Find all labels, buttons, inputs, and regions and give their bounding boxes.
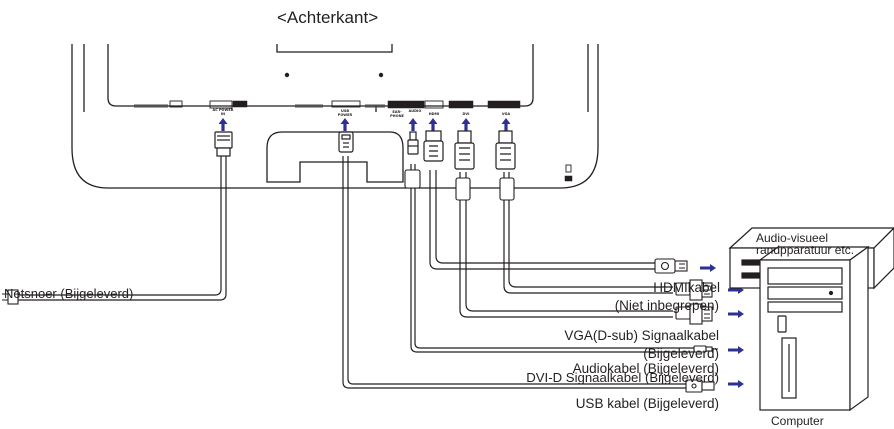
port-label-audio: AUDIO	[408, 109, 422, 113]
arrow-dvi-port-icon	[461, 118, 471, 131]
monitor-back	[71, 44, 599, 189]
dvi-cable	[459, 172, 673, 318]
audio-cable	[410, 164, 694, 353]
audio-far-connector	[693, 345, 718, 353]
usb-far-connector	[685, 379, 715, 393]
screw-holes	[284, 72, 384, 78]
port-label-hdmi: HDMI	[428, 112, 440, 116]
computer-tower	[758, 245, 870, 412]
power-cable-label: Netsnoer (Bijgeleverd)	[4, 286, 134, 301]
av-equipment-label-2: randpparatuur etc.	[756, 243, 855, 257]
port-label-earphone: EAR-PHONE	[390, 110, 404, 118]
arrow-usb-to-pc-icon	[728, 380, 744, 388]
hdmi-plug	[423, 130, 444, 162]
arrow-vga-port-icon	[501, 118, 511, 131]
usb-plug	[338, 131, 354, 153]
vga-cable-label-2: (Bijgeleverd)	[643, 346, 719, 361]
arrow-audio-to-pc-icon	[728, 346, 744, 354]
port-label-ac: AC POWER IN	[212, 108, 234, 116]
av-equipment-label-1: Audio-visueel	[756, 231, 829, 245]
usb-cable-label: USB kabel (Bijgeleverd)	[575, 396, 719, 411]
vga-cable	[503, 172, 673, 294]
ac-plug	[214, 131, 233, 157]
port-label-dvi: DVI	[462, 112, 470, 116]
cable-ferrites	[404, 169, 691, 320]
dvi-plug	[454, 130, 475, 170]
hdmi-cable	[429, 170, 655, 270]
usb-cable	[342, 156, 686, 389]
port-label-usb: USB POWER	[337, 109, 353, 117]
hdmi-cable-label-2: (Niet inbegrepen)	[614, 298, 719, 313]
page-title: <Achterkant>	[277, 8, 379, 27]
power-plug-icon	[2, 289, 19, 305]
vent-slots	[134, 104, 385, 108]
hdmi-far-connector	[654, 258, 688, 274]
arrow-audio-port-icon	[408, 118, 418, 131]
vga-plug	[495, 130, 516, 170]
port-label-vga: VGA	[501, 112, 511, 116]
hdmi-cable-label-1: HDMIkabel	[653, 280, 720, 295]
arrow-to-av-icon	[700, 264, 716, 272]
computer-label: Computer	[771, 414, 824, 428]
vga-far-connector	[689, 279, 713, 301]
power-cable	[14, 156, 227, 301]
arrow-hdmi-port-icon	[428, 118, 438, 131]
audio-cable-label: Audiokabel (Bijgeleverd)	[572, 361, 719, 376]
audio-plug	[407, 131, 419, 155]
dvi-cable-label: DVI-D Signaalkabel (Bijgeleverd)	[526, 370, 719, 385]
dvi-far-connector	[689, 303, 713, 325]
arrow-dvi-to-pc-icon	[728, 310, 744, 318]
vga-cable-label-1: VGA(D-sub) Signaalkabel	[564, 328, 719, 343]
arrow-usb-port-icon	[340, 118, 350, 131]
arrow-ac-port-icon	[218, 118, 228, 131]
port-panel	[169, 100, 573, 182]
